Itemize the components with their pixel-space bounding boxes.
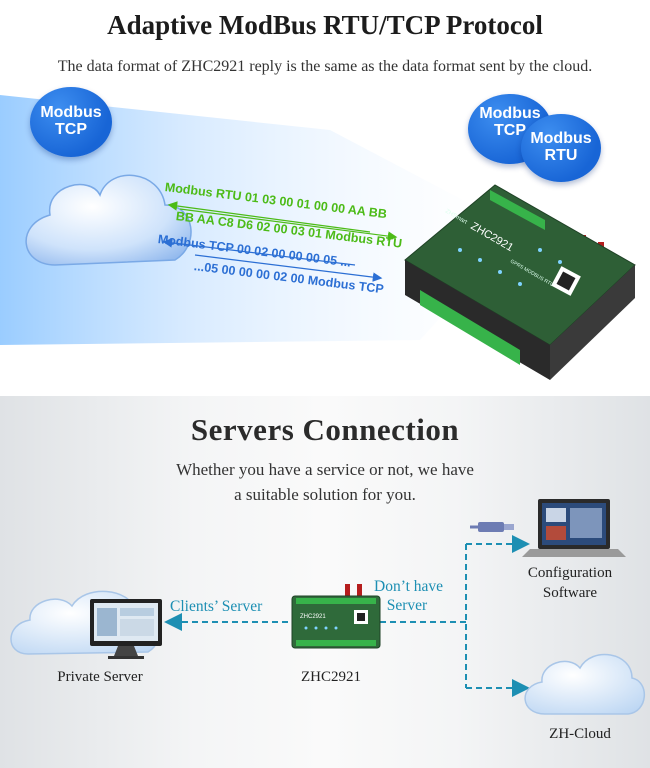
zh-cloud-icon bbox=[524, 653, 646, 715]
device-model-small: ZHC2921 bbox=[300, 614, 326, 620]
dont-have-server-edge-label: Don’t have Server bbox=[374, 577, 444, 616]
protocol-section: Adaptive ModBus RTU/TCP Protocol The dat… bbox=[0, 10, 636, 380]
config-software-label: Configuration Software bbox=[505, 563, 635, 604]
section-subtitle-line2: a suitable solution for you. bbox=[234, 485, 416, 504]
servers-connection-section: ZHC2921 Servers Connection Whether you h… bbox=[0, 396, 650, 768]
section-title: Servers Connection bbox=[190, 412, 460, 447]
dont-have-line2: Server bbox=[386, 597, 428, 615]
page-subtitle: The data format of ZHC2921 reply is the … bbox=[57, 58, 593, 75]
section-subtitle-line1: Whether you have a service or not, we ha… bbox=[176, 460, 474, 479]
config-label-line2: Software bbox=[542, 585, 598, 602]
clients-server-edge-label: Clients’ Server bbox=[170, 598, 263, 615]
laptop-icon bbox=[522, 499, 626, 557]
zhc2921-device-icon: ZHC2921 bbox=[291, 584, 381, 649]
connection-diagram: ZHC2921 bbox=[10, 499, 646, 715]
private-server-label: Private Server bbox=[57, 669, 143, 685]
bubble-label: RTU bbox=[544, 147, 578, 164]
dont-have-line1: Don’t have bbox=[374, 578, 444, 595]
bubble-label: TCP bbox=[54, 121, 87, 138]
zh-cloud-label: ZH-Cloud bbox=[549, 726, 611, 742]
bubble-label: Modbus bbox=[40, 104, 102, 122]
zhc2921-device-image: ZHC2921 ZHSmart GPRS MODBUS RTU bbox=[404, 184, 636, 380]
bubble-label: TCP bbox=[493, 121, 526, 139]
cloud-icon bbox=[25, 174, 192, 266]
bubble-label: Modbus bbox=[530, 130, 592, 148]
data-beam-illustration bbox=[0, 95, 520, 345]
private-server-icon bbox=[10, 590, 162, 659]
bubble-label: Modbus bbox=[479, 105, 541, 122]
page-title: Adaptive ModBus RTU/TCP Protocol bbox=[107, 10, 543, 40]
serial-plug-icon bbox=[470, 522, 514, 532]
config-label-line1: Configuration bbox=[527, 565, 613, 581]
device-label: ZHC2921 bbox=[301, 669, 361, 685]
